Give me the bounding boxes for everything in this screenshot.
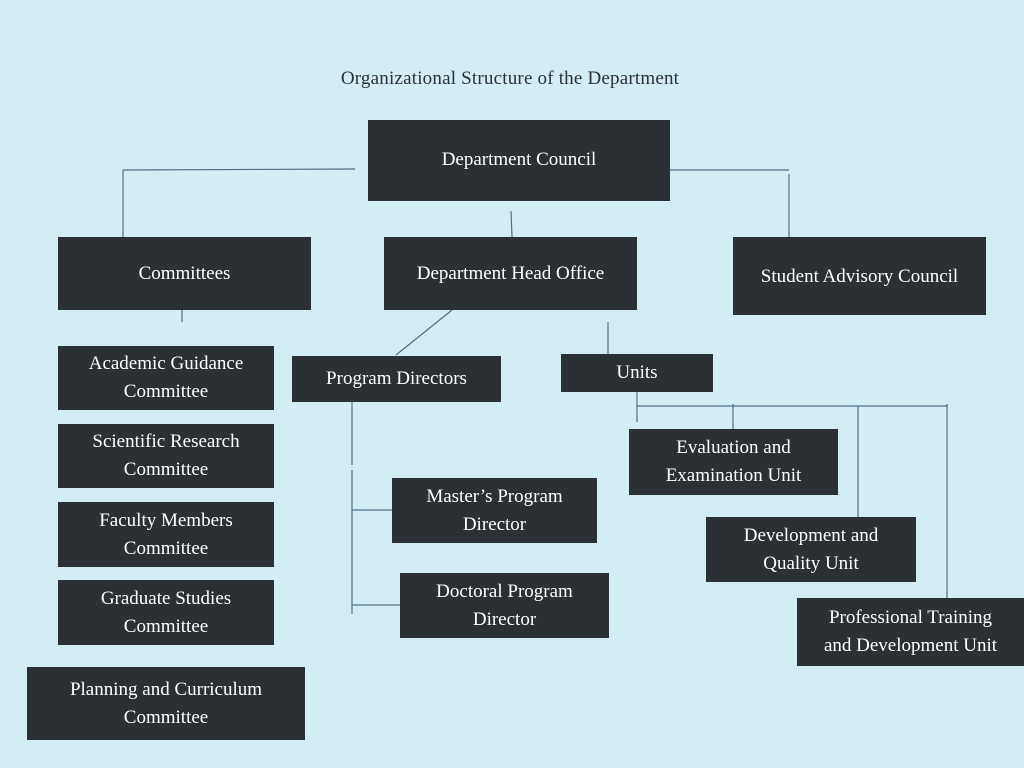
node-label: Committees	[138, 262, 231, 284]
node-label-line1: Academic Guidance	[88, 353, 244, 374]
connector-head-programs	[395, 309, 453, 356]
node-label: Department Council	[441, 148, 597, 170]
node-label-line1: Scientific Research	[92, 431, 240, 452]
node-label-line1: Planning and Curriculum	[69, 678, 263, 700]
node-department-council: Department Council	[368, 120, 670, 201]
node-planning-curriculum-committee: Planning and Curriculum Committee	[27, 667, 305, 740]
node-label-line2: Director	[462, 513, 527, 535]
node-label-line1: Master’s Program	[426, 485, 563, 507]
node-label-line2: Quality Unit	[763, 552, 859, 574]
node-label-line2: Committee	[123, 706, 209, 728]
connector-council-committees-h	[122, 168, 356, 171]
node-program-directors: Program Directors	[292, 356, 501, 402]
node-evaluation-examination-unit: Evaluation and Examination Unit	[629, 429, 838, 495]
node-label-line1: Faculty Members	[99, 509, 233, 531]
node-label-line1: Doctoral Program	[436, 580, 573, 602]
connector-council-head	[510, 210, 513, 238]
node-label-line2: Committee	[123, 615, 209, 637]
node-label-line2: Examination Unit	[665, 465, 802, 486]
node-professional-training-unit: Professional Training and Development Un…	[797, 598, 1024, 666]
node-label-line1: Evaluation and	[676, 437, 791, 458]
node-label-line2: Committee	[123, 459, 209, 480]
node-masters-program-director: Master’s Program Director	[392, 478, 597, 543]
node-label-line2: Committee	[123, 381, 209, 402]
node-label-line2: and Development Unit	[823, 635, 998, 656]
node-label: Units	[616, 362, 658, 383]
node-committees: Committees	[58, 237, 311, 310]
node-label-line1: Professional Training	[828, 607, 993, 628]
node-label-line1: Graduate Studies	[100, 587, 232, 609]
node-graduate-studies-committee: Graduate Studies Committee	[58, 580, 274, 645]
node-label-line2: Committee	[123, 537, 209, 559]
node-label: Department Head Office	[416, 262, 605, 284]
node-academic-guidance-committee: Academic Guidance Committee	[58, 346, 274, 410]
node-scientific-research-committee: Scientific Research Committee	[58, 424, 274, 488]
node-label: Program Directors	[326, 368, 467, 389]
node-label: Student Advisory Council	[760, 266, 959, 287]
node-label-line2: Director	[472, 608, 537, 630]
node-doctoral-program-director: Doctoral Program Director	[400, 573, 609, 638]
node-faculty-members-committee: Faculty Members Committee	[58, 502, 274, 567]
node-label-line1: Development and	[743, 524, 879, 546]
node-student-advisory-council: Student Advisory Council	[733, 237, 986, 315]
node-units: Units	[561, 354, 713, 392]
node-development-quality-unit: Development and Quality Unit	[706, 517, 916, 582]
chart-title: Organizational Structure of the Departme…	[340, 68, 680, 89]
node-department-head-office: Department Head Office	[384, 237, 637, 310]
